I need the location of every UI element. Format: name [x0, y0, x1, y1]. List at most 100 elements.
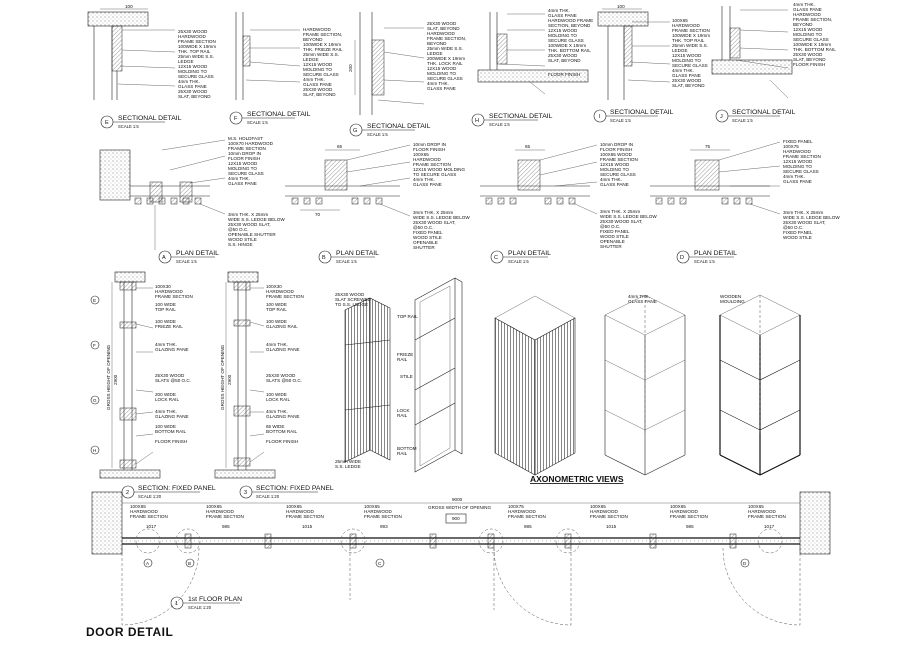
svg-text:D: D — [743, 561, 747, 566]
svg-text:B: B — [188, 561, 191, 566]
detail-title: SECTIONAL DETAIL — [247, 111, 311, 118]
detail-scale: SCALE 1:5 — [118, 124, 139, 129]
detail-title: SECTIONAL DETAIL — [118, 115, 182, 122]
axo-slat-panel — [344, 297, 391, 463]
vertical-dimension-label: GROSS HEIGHT OF OPENING — [106, 344, 111, 410]
svg-text:STILE: STILE — [400, 374, 413, 379]
detail-scale: SCALE 1:5 — [694, 259, 715, 264]
svg-text:985: 985 — [222, 524, 230, 529]
detail-scale: SCALE 1:5 — [508, 259, 529, 264]
detail-tag: 1 — [175, 601, 178, 607]
slat-row — [291, 197, 383, 205]
section-fixed-panel-2: GROSS HEIGHT OF OPENING 2900 E F G H 100… — [90, 271, 216, 499]
floor-plan-title: 1st FLOOR PLAN — [188, 596, 242, 603]
dimension-text: 100 — [125, 4, 133, 9]
svg-text:A: A — [146, 561, 150, 566]
svg-text:985: 985 — [686, 524, 694, 529]
detail-title: SECTIONAL DETAIL — [732, 109, 796, 116]
detail-title: PLAN DETAIL — [508, 250, 551, 257]
detail-scale: SCALE 1:5 — [367, 132, 388, 137]
dimension-text: 100 — [617, 4, 625, 9]
detail-tag: H — [475, 118, 479, 124]
svg-text:1017: 1017 — [146, 524, 157, 529]
sheet-title: DOOR DETAIL — [86, 625, 173, 639]
axo-frame-panel — [414, 277, 463, 473]
detail-scale: SCALE 1:20 — [138, 494, 162, 499]
detail-title: SECTIONAL DETAIL — [367, 123, 431, 130]
detail-tag: G — [353, 128, 357, 134]
detail-scale: SCALE 1:5 — [176, 259, 197, 264]
detail-title: PLAN DETAIL — [176, 250, 219, 257]
height-dimension: 2900 — [227, 374, 232, 385]
svg-text:G: G — [93, 398, 97, 403]
axo-glass-box — [604, 294, 686, 476]
detail-title: PLAN DETAIL — [694, 250, 737, 257]
slat-row — [655, 197, 753, 205]
detail-title: SECTIONAL DETAIL — [489, 113, 553, 120]
dimension-text: 75 — [705, 144, 711, 149]
detail-tag: A — [162, 255, 166, 261]
detail-tag: J — [720, 114, 723, 120]
svg-text:4mm THK.GLASS PANE: 4mm THK.GLASS PANE — [628, 294, 657, 304]
detail-tag: I — [599, 114, 601, 120]
detail-tag: 3 — [244, 490, 247, 496]
leader-lines — [117, 29, 176, 87]
detail-tag: B — [322, 255, 326, 261]
detail-title: SECTIONAL DETAIL — [610, 109, 674, 116]
axo-moulding-box — [719, 294, 801, 476]
detail-scale: SCALE 1:5 — [610, 118, 631, 123]
svg-text:1017: 1017 — [764, 524, 775, 529]
slat-row — [485, 197, 576, 205]
detail-tag: E — [105, 120, 109, 126]
detail-scale: SCALE 1:5 — [247, 120, 268, 125]
detail-scale: SCALE 1:5 — [732, 118, 753, 123]
svg-text:1015: 1015 — [302, 524, 313, 529]
axo-slat-box — [494, 295, 576, 476]
detail-tag: F — [234, 116, 238, 122]
detail-title: SECTION: FIXED PANEL — [256, 485, 334, 492]
detail-tag: D — [680, 255, 684, 261]
detail-scale: SCALE 1:20 — [256, 494, 280, 499]
dimension-text: 65 — [337, 144, 343, 149]
overall-dimension: 9000 — [452, 497, 463, 502]
detail-title: SECTION: FIXED PANEL — [138, 485, 216, 492]
dimension-text: 65 — [525, 144, 531, 149]
detail-tag: C — [494, 255, 498, 261]
dimension-text: 200 — [348, 64, 353, 72]
